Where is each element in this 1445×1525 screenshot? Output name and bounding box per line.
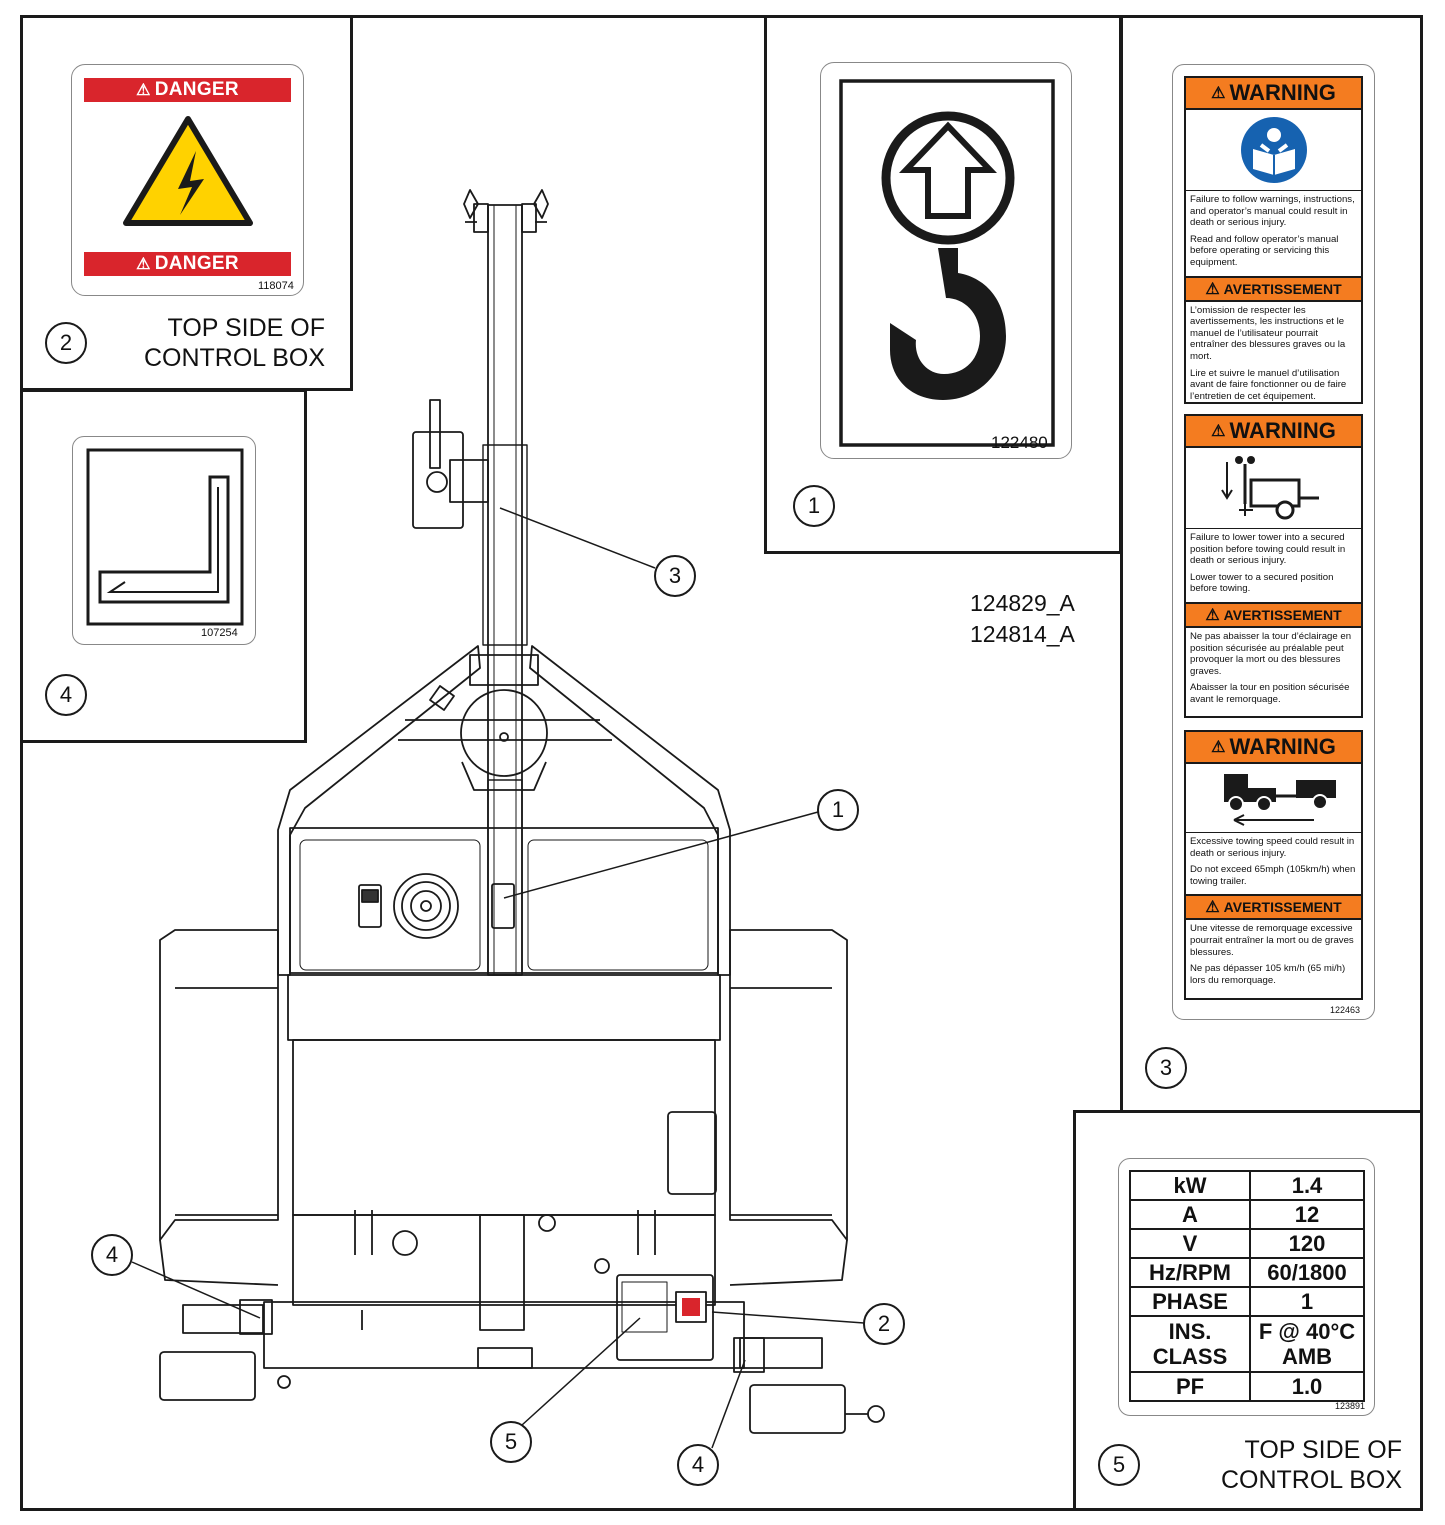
warning-header: ⚠WARNING xyxy=(1186,78,1361,110)
read-manual-icon xyxy=(1240,117,1307,183)
danger-banner-bottom: ⚠DANGER xyxy=(84,252,291,276)
avertissement-text: Ne pas abaisser la tour d’éclairage en p… xyxy=(1190,630,1352,677)
callout-3: 3 xyxy=(654,555,696,597)
warning-block-tower: ⚠WARNING Failure to lower tower into a s… xyxy=(1184,414,1363,718)
avertissement-text: Lire et suivre le manuel d’utilisation a… xyxy=(1190,367,1347,402)
avertissement-text: Abaisser la tour en position sécurisée a… xyxy=(1190,682,1350,705)
lift-hook-icon xyxy=(839,79,1055,447)
panel-callout-1: 1 xyxy=(793,485,835,527)
warning-text: Lower tower to a secured position before… xyxy=(1190,571,1334,595)
warning-text: Excessive towing speed could result in d… xyxy=(1190,836,1355,859)
callout-1: 1 xyxy=(817,789,859,831)
avertissement-text: Ne pas dépasser 105 km/h (65 mi/h) lors … xyxy=(1190,963,1346,986)
avertissement-text: L’omission de respecter les avertissemen… xyxy=(1190,304,1346,362)
warning-header: ⚠WARNING xyxy=(1186,416,1361,448)
warning-text: Read and follow operator’s manual before… xyxy=(1190,233,1339,268)
part-number-122480: 122480 xyxy=(991,433,1048,452)
high-voltage-decal: ⚠DANGER ⚠DANGER 118074 xyxy=(71,64,304,296)
panel5-caption: TOP SIDE OF CONTROL BOX xyxy=(1220,1436,1402,1494)
lift-point-decal: 122480 xyxy=(820,62,1072,459)
part-number-123891: 123891 xyxy=(1335,1401,1366,1411)
leader-line-2 xyxy=(711,1311,865,1324)
avertissement-header: ⚠AVERTISSEMENT xyxy=(1186,894,1361,921)
part-number-107254: 107254 xyxy=(201,627,238,639)
reference-number-1: 124829_A xyxy=(970,590,1075,616)
leader-line-5 xyxy=(521,1317,641,1426)
callout-4-left: 4 xyxy=(91,1234,133,1276)
part-number-118074: 118074 xyxy=(258,280,294,292)
avertissement-text: Une vitesse de remorquage excessive pour… xyxy=(1190,923,1354,958)
towing-speed-icon xyxy=(1223,774,1336,826)
warning-text: Failure to follow warnings, instructions… xyxy=(1190,194,1355,229)
part-number-122463: 122463 xyxy=(1330,1005,1361,1015)
leader-line-1 xyxy=(503,811,819,899)
warning-header: ⚠WARNING xyxy=(1186,732,1361,764)
leader-line-4-left xyxy=(131,1261,261,1319)
panel-callout-3: 3 xyxy=(1145,1047,1187,1089)
warning-block-towing-speed: ⚠WARNING Excessive towing speed could re… xyxy=(1184,730,1363,1000)
avertissement-header: ⚠AVERTISSEMENT xyxy=(1186,601,1361,628)
warning-text: Do not exceed 65mph (105km/h) when towin… xyxy=(1190,864,1356,887)
warning-text: Failure to lower tower into a secured po… xyxy=(1190,532,1346,567)
panel-callout-4: 4 xyxy=(45,674,87,716)
corner-bracket-icon xyxy=(86,448,244,626)
warning-triangle-icon: ⚠ xyxy=(136,256,151,273)
warning-block-manual: ⚠WARNING Failure to follow warnings, ins… xyxy=(1184,76,1363,404)
panel2-caption: TOP SIDE OF CONTROL BOX xyxy=(143,314,325,372)
corner-decal: 107254 xyxy=(72,436,256,645)
leader-line-4-right xyxy=(711,1359,746,1449)
high-voltage-icon xyxy=(123,116,253,226)
reference-number-2: 124814_A xyxy=(970,621,1075,647)
panel-callout-5: 5 xyxy=(1098,1444,1140,1486)
avertissement-header: ⚠AVERTISSEMENT xyxy=(1186,275,1361,302)
callout-2: 2 xyxy=(863,1303,905,1345)
leader-line-3 xyxy=(499,507,656,569)
warning-triangle-icon: ⚠ xyxy=(136,82,151,99)
lower-tower-icon xyxy=(1220,456,1319,520)
callout-5: 5 xyxy=(490,1421,532,1463)
danger-banner-top: ⚠DANGER xyxy=(84,78,291,102)
callout-4-right: 4 xyxy=(677,1444,719,1486)
panel-callout-2: 2 xyxy=(45,322,87,364)
